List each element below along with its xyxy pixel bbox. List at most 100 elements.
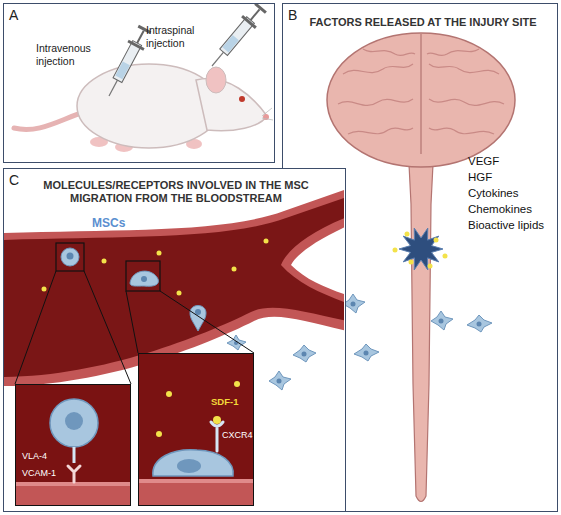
brain-part-part	[427, 49, 479, 56]
factor-dots-part	[405, 232, 410, 237]
injury-site	[399, 228, 443, 270]
factor-dots-part	[443, 254, 448, 259]
factor-dots-part	[428, 264, 433, 269]
factor-dots-part	[393, 248, 398, 253]
molecule-label: CXCR4	[222, 430, 254, 441]
factor-dots-part	[264, 239, 269, 244]
msc-cell-part	[269, 371, 291, 390]
factor-dots-part	[177, 291, 182, 296]
panel-box: CMOLECULES/RECEPTORS INVOLVED IN THE MSC…	[3, 168, 346, 512]
syringe-part	[212, 52, 224, 66]
factor-dots-part	[434, 238, 439, 243]
rat-body-part	[77, 64, 221, 148]
msc-cell	[431, 311, 453, 330]
endothelium-part	[16, 482, 130, 505]
inset-box: SDF-1CXCR4	[138, 353, 254, 506]
syringe	[205, 4, 268, 72]
rat-tail-part	[14, 112, 84, 129]
vcam1-receptor-part	[68, 466, 80, 482]
cxcr4-receptor	[211, 422, 223, 451]
msc-cell-part	[431, 311, 453, 330]
syringe-part	[115, 61, 130, 79]
cxcr4-receptor-part	[211, 422, 223, 451]
syringe-part	[241, 15, 257, 29]
factor-label: VEGF	[468, 155, 558, 169]
msc-cell	[61, 248, 79, 266]
injury-site-part	[399, 228, 443, 270]
factor-dots-part	[102, 259, 107, 264]
msc-cell-part	[439, 319, 444, 324]
syringe-part	[254, 4, 267, 14]
syringe-part	[137, 31, 144, 43]
msc-cell-part	[67, 253, 74, 260]
panel-letter: B	[288, 7, 308, 24]
endothelium-part	[139, 479, 253, 505]
brain-part-part	[429, 99, 504, 105]
vessel-lumen	[4, 197, 344, 377]
msc-cell-part	[467, 315, 492, 332]
molecule-label: VCAM-1	[22, 468, 66, 479]
brain-part	[338, 49, 504, 134]
brain-part-part	[429, 128, 494, 134]
msc-cell-part	[354, 344, 379, 361]
msc-cell-part	[302, 352, 307, 357]
sdf1-ligand-part	[213, 416, 221, 424]
brain-part-part	[343, 64, 413, 74]
msc-cell	[269, 371, 291, 390]
rat-ear-part	[206, 67, 226, 93]
vla4-receptor	[74, 447, 75, 463]
brain-part	[420, 34, 421, 154]
msc-cell-part	[351, 302, 356, 307]
msc-cell-part	[50, 399, 98, 447]
sdf1-ligand-part	[166, 391, 172, 397]
syringe	[101, 24, 153, 100]
msc-cell	[50, 399, 98, 447]
msc-cell-part	[277, 379, 282, 384]
msc-cell-part	[177, 459, 201, 473]
sdf1-ligand-part	[234, 381, 240, 387]
brain-part-part	[348, 128, 413, 134]
rat-ear	[206, 67, 226, 93]
rat-eye	[239, 96, 245, 102]
brain-part	[327, 33, 515, 167]
msc-cell	[354, 344, 379, 361]
factor-dots-part	[232, 267, 237, 272]
endothelium	[139, 479, 253, 505]
zoom-leader-part	[15, 271, 56, 384]
vla4-receptor-part	[73, 447, 76, 463]
inset-box: VLA-4VCAM-1	[15, 384, 131, 506]
msc-cell-part	[141, 276, 147, 282]
factor-label: Chemokines	[468, 203, 558, 217]
panel-letter: A	[9, 7, 29, 24]
molecule-label: VLA-4	[22, 451, 62, 462]
brain-part-part	[363, 49, 415, 56]
rat-whiskers-part	[262, 108, 272, 116]
msc-cell	[343, 294, 365, 313]
rat-head-part	[196, 79, 267, 131]
lumen-background	[139, 354, 253, 505]
msc-cell-part	[364, 351, 369, 356]
vcam1-receptor	[68, 466, 80, 482]
msc-cell-part	[65, 412, 83, 430]
spinal-cord	[408, 144, 434, 502]
syringe-part	[127, 40, 144, 51]
syringe-part	[222, 35, 238, 52]
endothelium	[16, 482, 130, 505]
msc-cell-part	[343, 294, 365, 313]
sdf1-ligand-part	[156, 431, 162, 437]
spinal-cord-part	[408, 144, 434, 502]
panel-letter: C	[9, 172, 29, 189]
rat-illustration	[4, 4, 273, 161]
endothelium-part	[139, 479, 253, 483]
rat-whiskers-part	[262, 118, 273, 120]
zoom-box	[56, 243, 160, 291]
msc-cell-part	[61, 248, 79, 266]
injection-label: Intraspinal injection	[146, 24, 212, 49]
msc-cell-part	[153, 450, 233, 476]
panel-box: AIntravenous injectionIntraspinal inject…	[3, 3, 275, 163]
syringe-part	[109, 80, 117, 96]
msc-cell-part	[190, 306, 206, 332]
panel-title: MOLECULES/RECEPTORS INVOLVED IN THE MSC …	[26, 179, 326, 205]
factor-dots-part	[409, 260, 414, 265]
rat-eye-part	[239, 96, 245, 102]
